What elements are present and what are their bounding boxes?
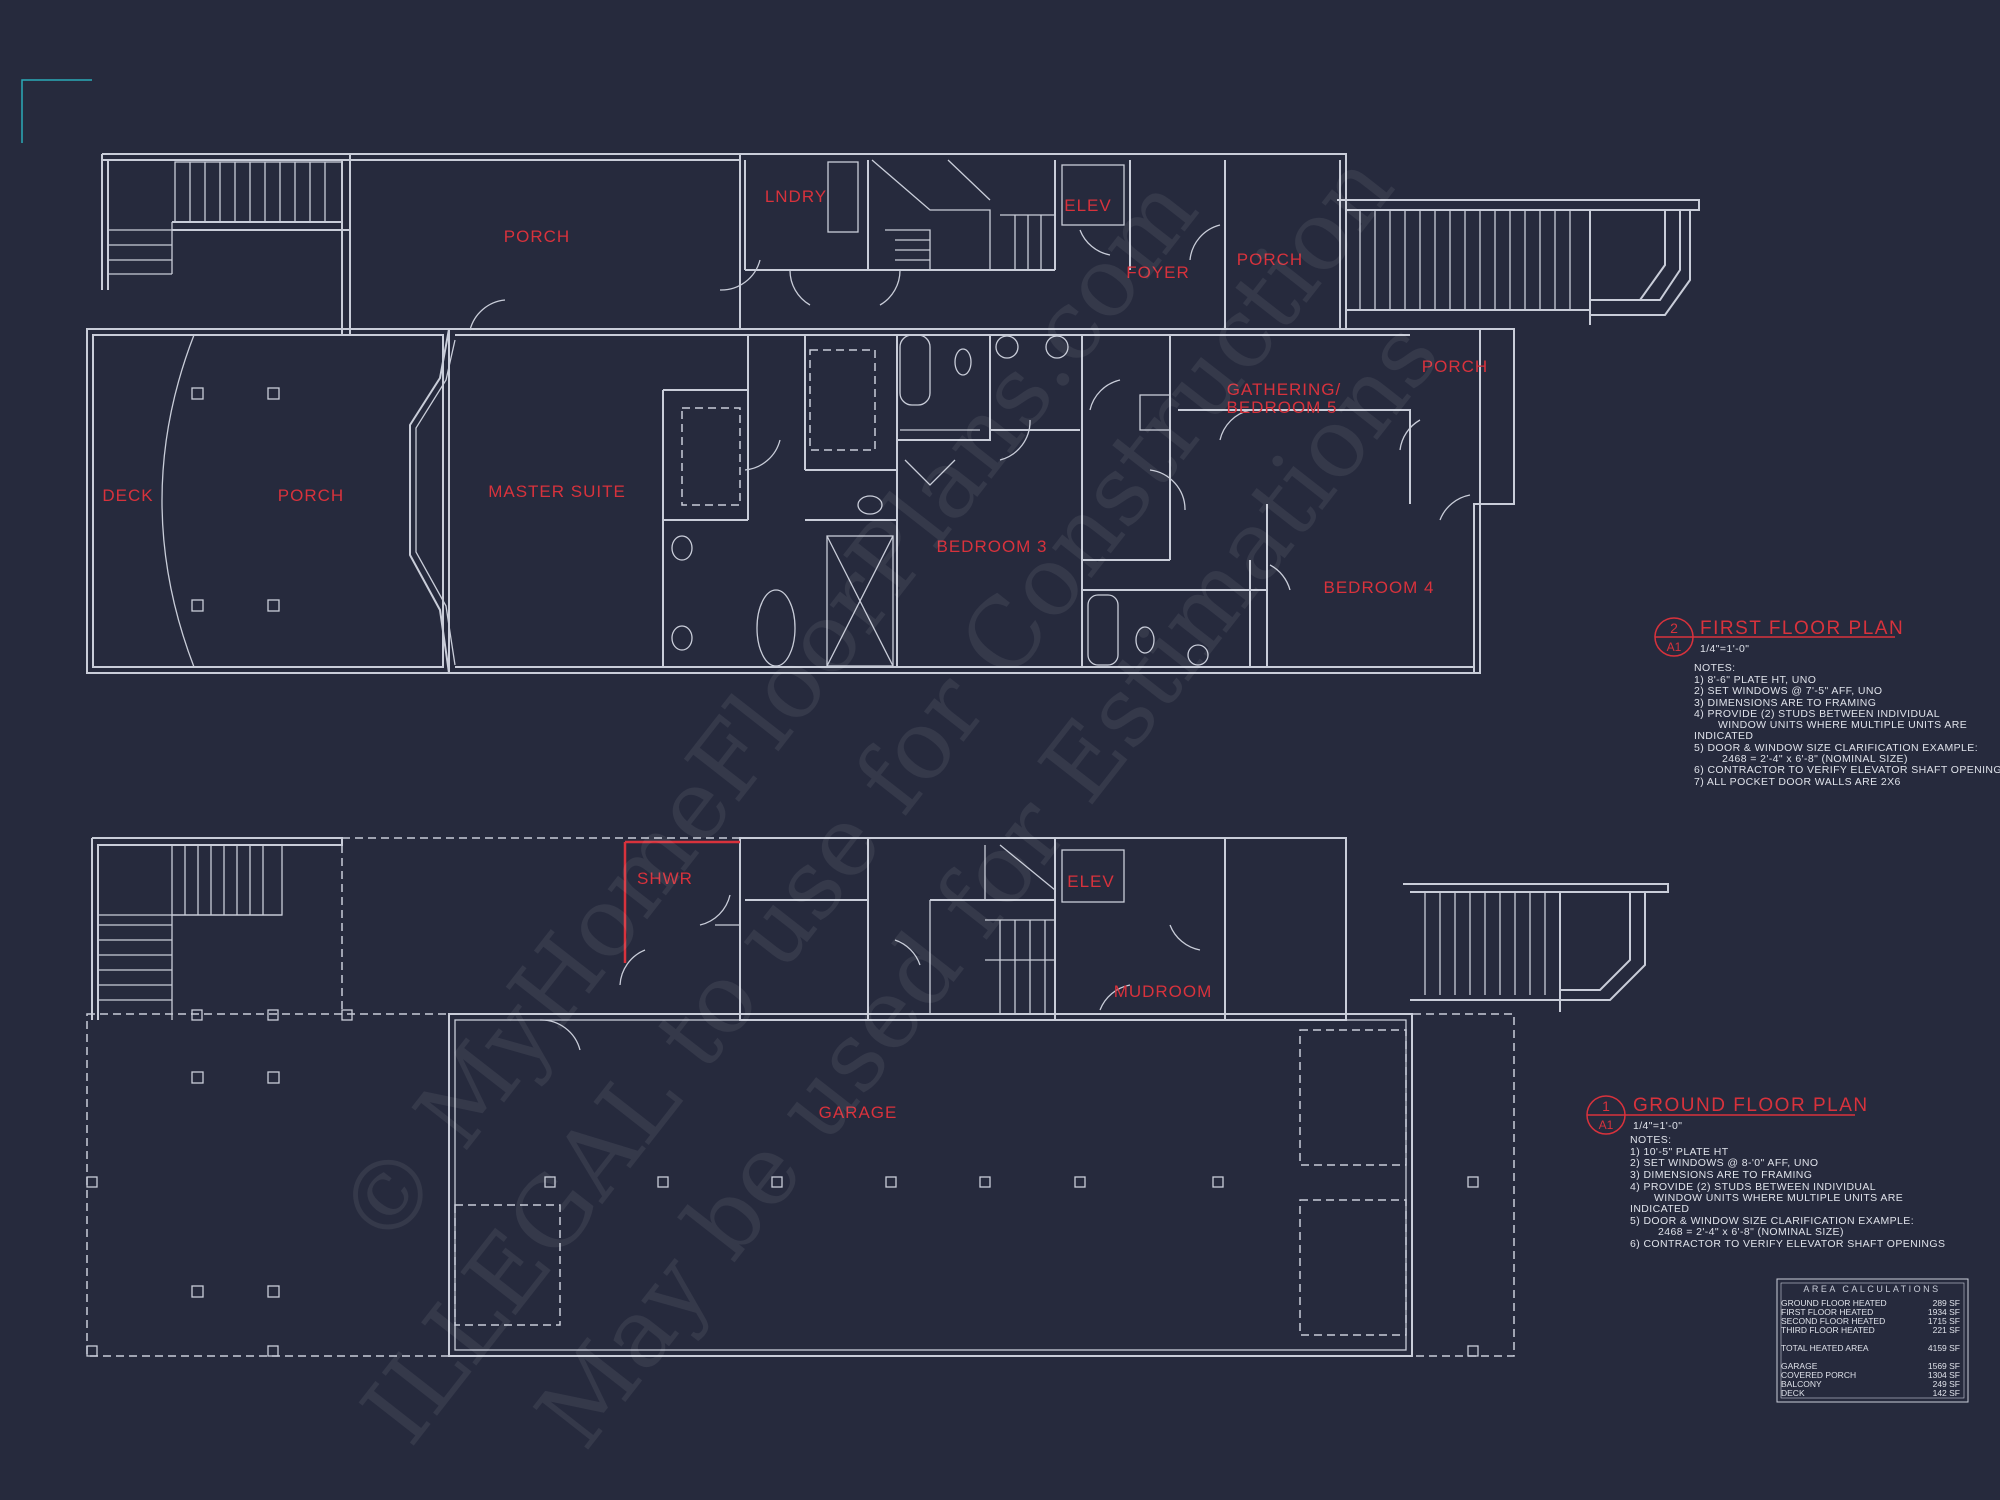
ground-floor-scale: 1/4"=1'-0" [1633, 1120, 1682, 1132]
svg-text:221 SF: 221 SF [1933, 1325, 1960, 1335]
room-label-mudroom: MUDROOM [1114, 982, 1213, 1001]
ground-floor-title: GROUND FLOOR PLAN [1633, 1095, 1869, 1116]
room-label-laundry: LNDRY [765, 187, 827, 206]
room-label-deck: DECK [102, 486, 153, 505]
first-floor-scale: 1/4"=1'-0" [1700, 643, 1749, 655]
svg-text:INDICATED: INDICATED [1630, 1203, 1689, 1215]
svg-text:1) 10'-5" PLATE HT: 1) 10'-5" PLATE HT [1630, 1146, 1729, 1158]
svg-text:1569 SF: 1569 SF [1928, 1361, 1960, 1371]
svg-text:1304 SF: 1304 SF [1928, 1370, 1960, 1380]
svg-text:6) CONTRACTOR TO VERIFY ELEVAT: 6) CONTRACTOR TO VERIFY ELEVATOR SHAFT O… [1630, 1238, 1945, 1250]
shower-wall-highlight [623, 840, 740, 963]
svg-text:2468 = 2'-4" x 6'-8" (NOMINAL: 2468 = 2'-4" x 6'-8" (NOMINAL SIZE) [1722, 753, 1908, 765]
svg-text:5) DOOR & WINDOW SIZE CLARIFIC: 5) DOOR & WINDOW SIZE CLARIFICATION EXAM… [1630, 1215, 1914, 1227]
svg-text:2) SET WINDOWS @ 8-'0" AFF, UN: 2) SET WINDOWS @ 8-'0" AFF, UNO [1630, 1157, 1818, 1169]
room-label-shower: SHWR [637, 869, 693, 888]
room-label-porch-top: PORCH [504, 227, 570, 246]
svg-text:5) DOOR & WINDOW SIZE CLARIFIC: 5) DOOR & WINDOW SIZE CLARIFICATION EXAM… [1694, 742, 1978, 754]
room-label-foyer: FOYER [1126, 263, 1190, 282]
svg-text:289 SF: 289 SF [1933, 1298, 1960, 1308]
svg-text:A1: A1 [1599, 1118, 1614, 1132]
svg-text:7) ALL POCKET DOOR WALLS ARE 2: 7) ALL POCKET DOOR WALLS ARE 2X6 [1694, 776, 1901, 788]
svg-text:1) 8'-6" PLATE HT, UNO: 1) 8'-6" PLATE HT, UNO [1694, 674, 1816, 686]
svg-text:SECOND FLOOR HEATED: SECOND FLOOR HEATED [1781, 1316, 1885, 1326]
room-label-garage: GARAGE [819, 1103, 898, 1122]
room-label-elevator: ELEV [1064, 196, 1111, 215]
svg-text:WINDOW UNITS WHERE MULTIPLE UN: WINDOW UNITS WHERE MULTIPLE UNITS ARE [1718, 719, 1967, 731]
svg-text:DECK: DECK [1781, 1388, 1805, 1398]
svg-text:GROUND FLOOR HEATED: GROUND FLOOR HEATED [1781, 1298, 1887, 1308]
room-label-elevator-ground: ELEV [1067, 872, 1114, 891]
corner-crop-mark [21, 79, 92, 143]
svg-text:6) CONTRACTOR TO VERIFY ELEVAT: 6) CONTRACTOR TO VERIFY ELEVATOR SHAFT O… [1694, 764, 2000, 776]
garage-posts [86, 1009, 1479, 1357]
ground-floor-title-block: 1 A1 GROUND FLOOR PLAN 1/4"=1'-0" NOTES:… [1586, 1095, 1945, 1250]
area-calculations-table: AREA CALCULATIONS GROUND FLOOR HEATED 28… [1776, 1278, 1969, 1403]
svg-text:3) DIMENSIONS ARE TO FRAMING: 3) DIMENSIONS ARE TO FRAMING [1630, 1169, 1812, 1181]
svg-text:2: 2 [1670, 620, 1678, 636]
svg-text:1715 SF: 1715 SF [1928, 1316, 1960, 1326]
first-floor-title: FIRST FLOOR PLAN [1700, 618, 1904, 639]
svg-text:1: 1 [1602, 1098, 1610, 1114]
svg-text:INDICATED: INDICATED [1694, 730, 1753, 742]
svg-text:THIRD FLOOR HEATED: THIRD FLOOR HEATED [1781, 1325, 1875, 1335]
room-label-bedroom-5: BEDROOM 5 [1226, 398, 1337, 417]
svg-text:NOTES:: NOTES: [1694, 662, 1736, 674]
svg-text:A1: A1 [1667, 640, 1682, 654]
svg-text:4159 SF: 4159 SF [1928, 1343, 1960, 1353]
svg-text:3) DIMENSIONS ARE TO FRAMING: 3) DIMENSIONS ARE TO FRAMING [1694, 697, 1876, 709]
watermark: © MyHomeFloorPlans.com ILLEGAL to use fo… [316, 132, 1461, 1468]
room-label-porch-entry: PORCH [1237, 250, 1303, 269]
first-floor-title-block: 2 A1 FIRST FLOOR PLAN 1/4"=1'-0" NOTES: … [1654, 617, 2000, 788]
svg-text:249 SF: 249 SF [1933, 1379, 1960, 1389]
svg-text:2468 = 2'-4" x 6'-8" (NOMINAL: 2468 = 2'-4" x 6'-8" (NOMINAL SIZE) [1658, 1226, 1844, 1238]
room-label-gathering: GATHERING/ [1227, 380, 1342, 399]
room-label-porch-left: PORCH [278, 486, 344, 505]
svg-text:WINDOW UNITS WHERE MULTIPLE UN: WINDOW UNITS WHERE MULTIPLE UNITS ARE [1654, 1192, 1903, 1204]
svg-text:1934 SF: 1934 SF [1928, 1307, 1960, 1317]
stair-treads-right [1359, 210, 1571, 310]
svg-text:2) SET WINDOWS @ 7'-5" AFF, UN: 2) SET WINDOWS @ 7'-5" AFF, UNO [1694, 685, 1882, 697]
svg-text:COVERED PORCH: COVERED PORCH [1781, 1370, 1856, 1380]
first-floor-room-labels: PORCH LNDRY ELEV FOYER PORCH PORCH GATHE… [102, 187, 1488, 597]
svg-text:NOTES:: NOTES: [1630, 1134, 1672, 1146]
svg-text:GARAGE: GARAGE [1781, 1361, 1818, 1371]
svg-text:BALCONY: BALCONY [1781, 1379, 1822, 1389]
room-label-porch-right: PORCH [1422, 357, 1488, 376]
ground-floor-room-labels: SHWR ELEV MUDROOM GARAGE [637, 869, 1213, 1122]
svg-text:4) PROVIDE (2) STUDS BETWEEN I: 4) PROVIDE (2) STUDS BETWEEN INDIVIDUAL [1630, 1181, 1876, 1193]
stair-treads-top-left [108, 162, 326, 275]
svg-text:TOTAL HEATED AREA: TOTAL HEATED AREA [1781, 1343, 1869, 1353]
room-label-master-suite: MASTER SUITE [488, 482, 626, 501]
first-floor-plan [86, 153, 1700, 674]
area-table-title: AREA CALCULATIONS [1803, 1284, 1940, 1294]
svg-text:4) PROVIDE (2) STUDS BETWEEN I: 4) PROVIDE (2) STUDS BETWEEN INDIVIDUAL [1694, 708, 1940, 720]
svg-text:ILLEGAL to use for Constructio: ILLEGAL to use for Construction [340, 132, 1415, 1463]
svg-text:FIRST FLOOR HEATED: FIRST FLOOR HEATED [1781, 1307, 1873, 1317]
room-label-bedroom-3: BEDROOM 3 [936, 537, 1047, 556]
svg-text:142 SF: 142 SF [1933, 1388, 1960, 1398]
room-label-bedroom-4: BEDROOM 4 [1323, 578, 1434, 597]
ground-floor-plan [86, 837, 1669, 1357]
